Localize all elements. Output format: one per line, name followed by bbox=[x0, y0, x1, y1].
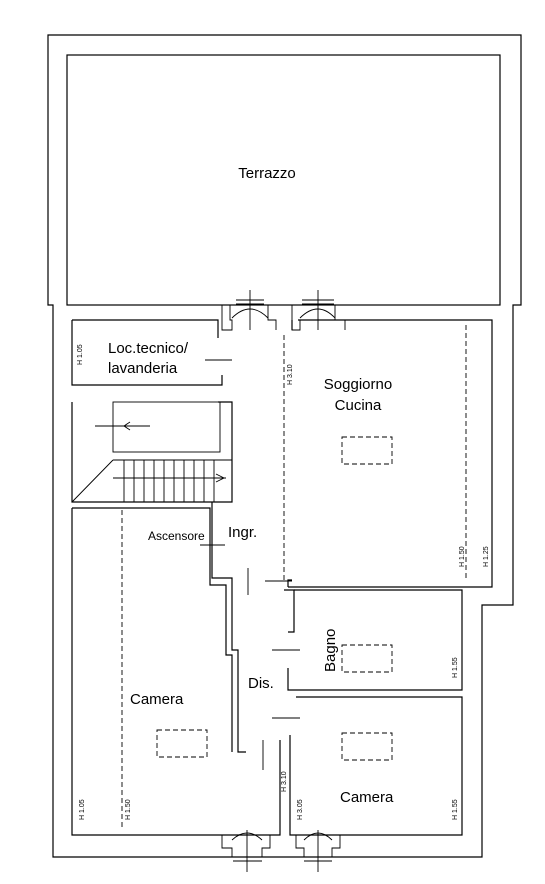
loc-tecnico-room bbox=[71, 319, 232, 386]
soggiorno-room bbox=[283, 319, 493, 588]
height-corridor-bottom: H 3.10 bbox=[281, 771, 288, 792]
terrace-doors bbox=[221, 290, 346, 331]
label-ascensore: Ascensore bbox=[148, 529, 205, 543]
height-soggiorno-b: H 1.25 bbox=[483, 546, 490, 567]
height-soggiorno-a: H 1.50 bbox=[459, 546, 466, 567]
height-camera-right-a: H 3.05 bbox=[297, 799, 304, 820]
label-loc-tecnico: Loc.tecnico/ bbox=[108, 340, 189, 357]
label-camera-right: Camera bbox=[340, 789, 394, 806]
bottom-doors bbox=[221, 830, 341, 872]
label-camera-left: Camera bbox=[130, 691, 184, 708]
height-camera-left-a: H 1.05 bbox=[79, 799, 86, 820]
height-corridor-top: H 3.10 bbox=[287, 364, 294, 385]
label-ingresso: Ingr. bbox=[228, 524, 257, 541]
height-camera-left-b: H 1.50 bbox=[125, 799, 132, 820]
camera-right-room bbox=[262, 696, 463, 836]
label-lavanderia: lavanderia bbox=[108, 360, 178, 377]
label-cucina: Cucina bbox=[335, 397, 382, 414]
stair-treads bbox=[123, 460, 215, 502]
height-camera-right-b: H 1.55 bbox=[452, 799, 459, 820]
corridor-walls bbox=[200, 502, 292, 753]
label-bagno: Bagno bbox=[322, 629, 339, 672]
camera-left-room bbox=[71, 507, 281, 836]
height-loc-tecnico: H 1.05 bbox=[77, 344, 84, 365]
stair-block bbox=[71, 401, 233, 503]
bagno-room bbox=[272, 589, 463, 691]
label-soggiorno: Soggiorno bbox=[324, 376, 392, 393]
outer-walls bbox=[47, 34, 522, 858]
label-disimpegno: Dis. bbox=[248, 675, 274, 692]
label-terrazzo: Terrazzo bbox=[238, 165, 296, 182]
height-bagno: H 1.55 bbox=[452, 657, 459, 678]
